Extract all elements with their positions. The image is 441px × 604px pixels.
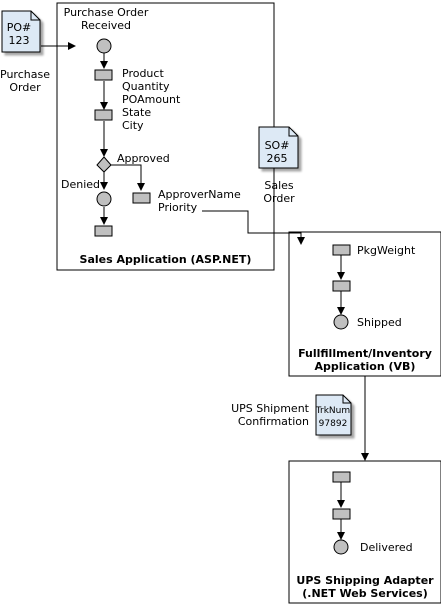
denied-label: Denied <box>61 178 101 191</box>
ups-activity-2 <box>332 508 351 520</box>
fulfillment-title-line1: Fullfillment/Inventory <box>298 347 432 360</box>
trk-doc-line2: 97892 <box>319 419 348 429</box>
po-caption-line2: Order <box>9 81 41 94</box>
field-city: City <box>122 119 144 132</box>
fulfillment-app-title: Fullfillment/Inventory Application (VB) <box>289 347 441 373</box>
approved-label: Approved <box>117 152 170 165</box>
sales-approved-branch <box>111 164 145 191</box>
field-approvername: ApproverName <box>158 188 241 201</box>
approver-fields-list: ApproverName Priority <box>158 188 241 214</box>
po-received-line2: Received <box>80 19 132 32</box>
field-poamount: POAmount <box>122 93 181 106</box>
so-document-icon: SO# 265 <box>258 126 299 169</box>
sales-to-fulfillment-arrow <box>202 210 305 245</box>
po-caption-line1: Purchase <box>0 68 50 81</box>
field-product: Product <box>122 67 164 80</box>
shipped-label: Shipped <box>357 316 402 329</box>
so-caption: Sales Order <box>250 179 308 205</box>
ups-title-line1: UPS Shipping Adapter <box>296 574 434 587</box>
fulfillment-app-container <box>288 231 441 377</box>
so-caption-line2: Order <box>263 192 295 205</box>
trk-caption-line2: Confirmation <box>237 415 309 428</box>
trk-doc-line1: TrkNum <box>315 406 350 416</box>
po-doc-line1: PO# <box>7 21 32 34</box>
delivered-label: Delivered <box>360 541 413 554</box>
field-priority: Priority <box>158 201 198 214</box>
po-received-line1: Purchase Order <box>63 6 149 19</box>
field-state: State <box>122 106 152 119</box>
approver-activity <box>132 192 151 204</box>
po-caption: Purchase Order <box>0 68 50 94</box>
sales-app-container <box>56 2 275 271</box>
fulfillment-title-line2: Application (VB) <box>314 360 416 373</box>
po-document-icon: PO# 123 <box>1 10 41 53</box>
ups-adapter-container <box>288 460 441 604</box>
trk-document-icon: TrkNum 97892 <box>315 394 352 436</box>
ups-title-line2: (.NET Web Services) <box>302 587 428 600</box>
denied-activity <box>94 225 113 237</box>
so-doc-line2: 265 <box>267 152 288 165</box>
pkgweight-activity <box>332 244 351 256</box>
po-fields-list: Product Quantity POAmount State City <box>122 67 180 132</box>
sales-app-title: Sales Application (ASP.NET) <box>79 253 252 266</box>
delivered-end-node <box>333 539 349 555</box>
field-quantity: Quantity <box>122 80 170 93</box>
denied-end-node <box>96 191 112 207</box>
pkgweight-label: PkgWeight <box>357 244 416 257</box>
state-city-activity <box>94 109 113 121</box>
so-doc-line1: SO# <box>265 139 290 152</box>
so-caption-line1: Sales <box>264 179 294 192</box>
po-received-start-node <box>96 38 112 54</box>
po-data-activity <box>94 69 113 81</box>
fulfillment-activity-2 <box>332 280 351 292</box>
trk-caption-line1: UPS Shipment <box>231 402 309 415</box>
shipped-end-node <box>333 314 349 330</box>
ups-adapter-title: UPS Shipping Adapter (.NET Web Services) <box>289 574 441 600</box>
ups-activity-1 <box>332 471 351 483</box>
po-received-label: Purchase Order Received <box>58 6 154 32</box>
approval-decision-diamond <box>96 156 112 173</box>
po-doc-line2: 123 <box>9 34 30 47</box>
trk-caption: UPS Shipment Confirmation <box>229 402 309 428</box>
